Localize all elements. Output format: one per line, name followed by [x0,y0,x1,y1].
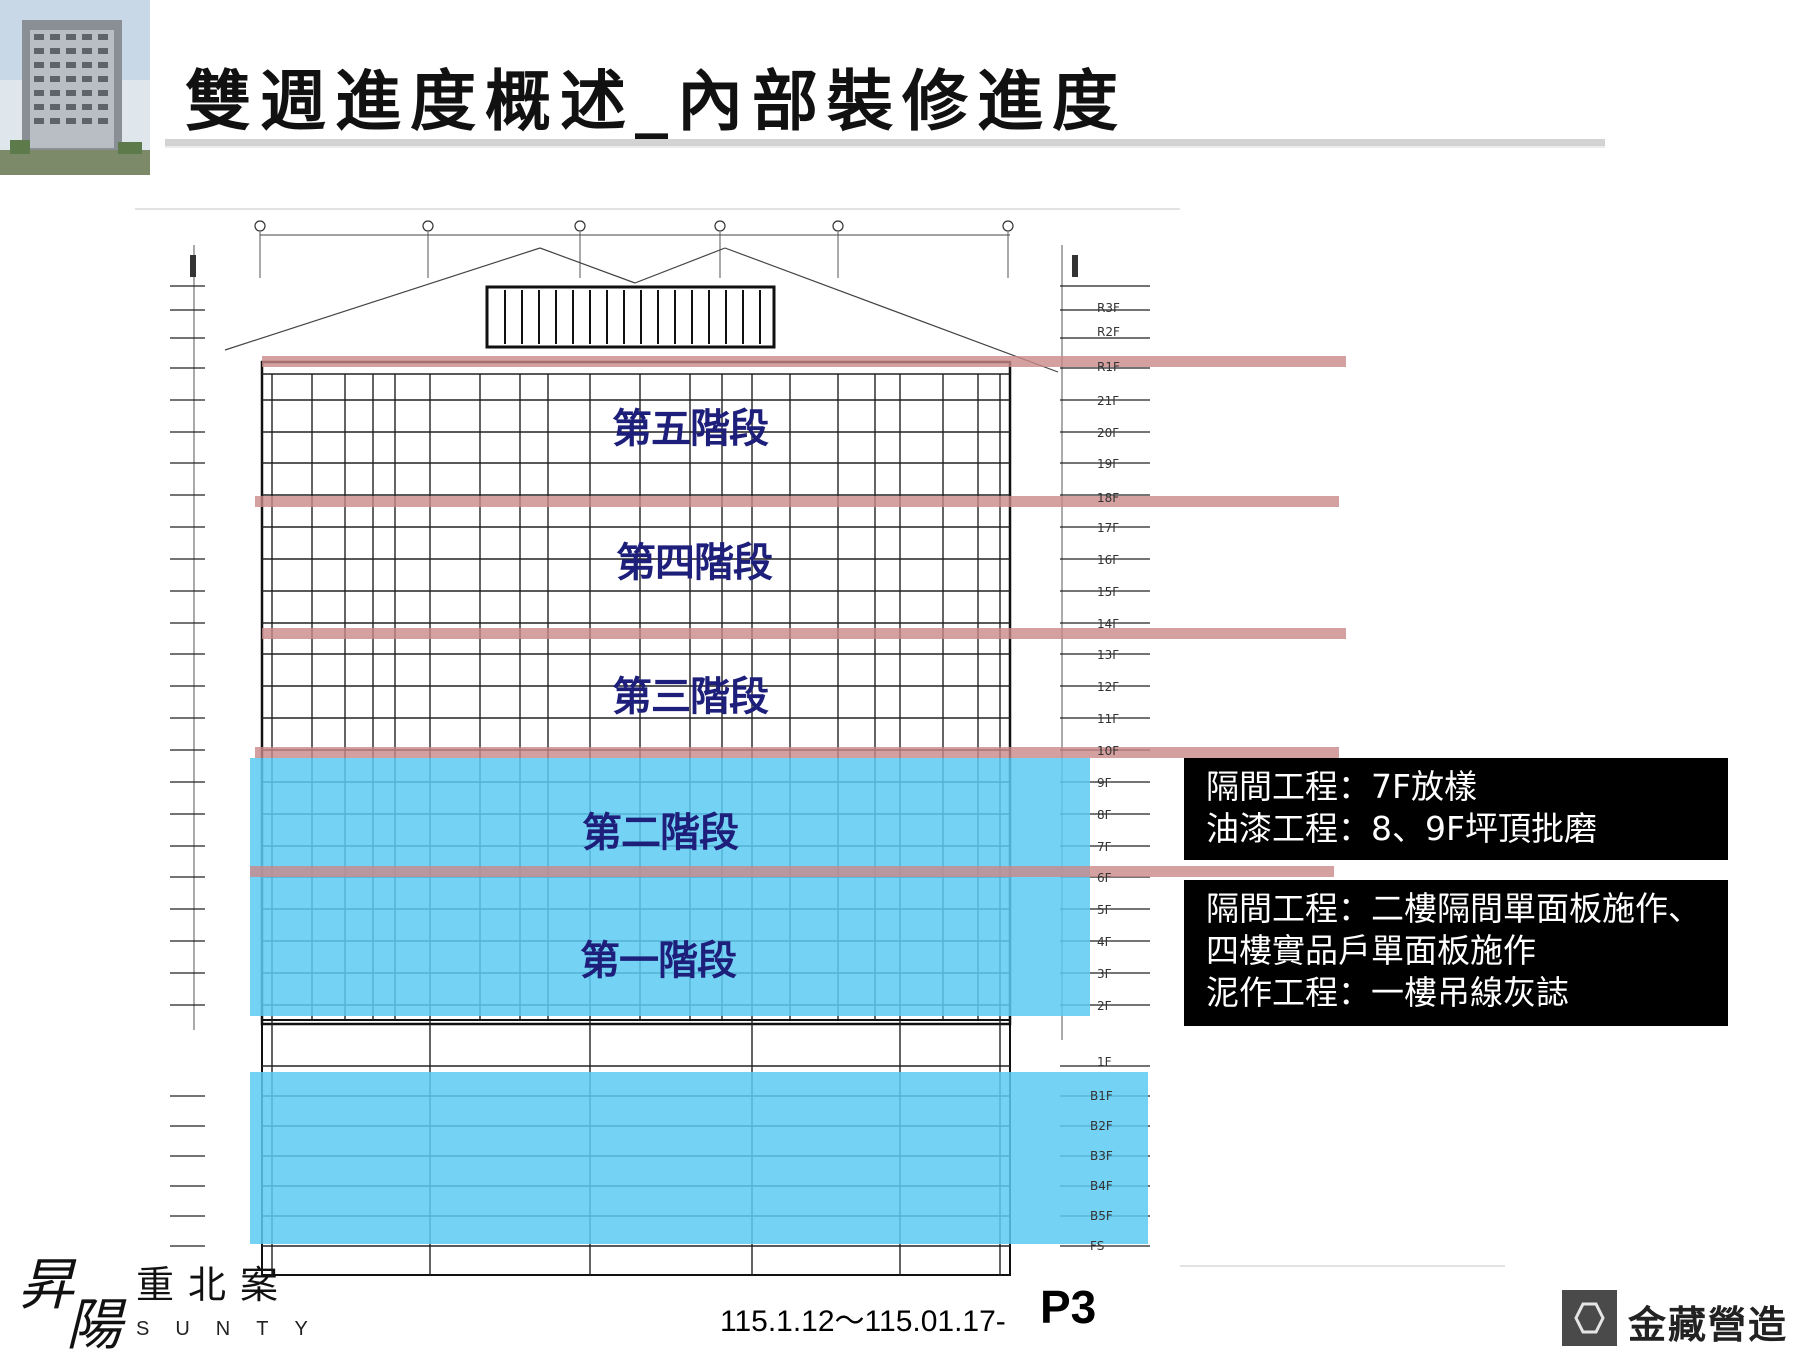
date-range: 115.1.12～115.01.17- [720,1305,1006,1338]
title-underline-shadow [165,146,1605,148]
page-number: P3 [1040,1281,1097,1333]
note-line: 四樓實品戶單面板施作 [1206,931,1536,970]
floor-label-B4F: B4F [1090,1179,1113,1193]
brand-char-2: 陽 [66,1293,122,1358]
stage-4-label: 第四階段 [616,540,773,586]
company-name: 金藏營造 [1628,1303,1789,1347]
floor-label-7F: 7F [1097,840,1112,854]
building-thumbnail-image [0,0,150,175]
floor-label-17F: 17F [1097,521,1119,535]
floor-label-12F: 12F [1097,680,1119,694]
note-line: 隔間工程：二樓隔間單面板施作、 [1206,889,1701,928]
floor-label-4F: 4F [1097,935,1112,949]
floor-label-1F: 1F [1097,1055,1112,1069]
floor-label-3F: 3F [1097,967,1112,981]
note-line: 油漆工程：8、9F坪頂批磨 [1206,809,1597,848]
company-logo-icon [1562,1290,1617,1346]
floor-label-19F: 19F [1097,457,1119,471]
floor-label-13F: 13F [1097,648,1119,662]
floor-label-10F: 10F [1097,744,1119,758]
floor-label-B5F: B5F [1090,1209,1113,1223]
company-block: 金藏營造 [1562,1290,1800,1350]
note-line: 隔間工程：7F放樣 [1206,767,1477,806]
title-underline [165,139,1605,146]
note-stage-1: 隔間工程：二樓隔間單面板施作、 四樓實品戶單面板施作 泥作工程：一樓吊線灰誌 [1184,880,1728,1026]
floor-label-B3F: B3F [1090,1149,1113,1163]
floor-label-5F: 5F [1097,903,1112,917]
floor-label-14F: 14F [1097,617,1119,631]
floor-label-11F: 11F [1097,712,1119,726]
floor-label-R3F: R3F [1097,301,1120,315]
floor-label-R1F: R1F [1097,360,1120,374]
highlight-upper [250,758,1090,1016]
floor-label-15F: 15F [1097,585,1119,599]
floor-label-18F: 18F [1097,491,1119,505]
brand-name-cn: 重北案 [136,1263,293,1307]
floor-label-20F: 20F [1097,426,1119,440]
note-stage-2: 隔間工程：7F放樣 油漆工程：8、9F坪頂批磨 [1184,758,1728,860]
highlight-basement [250,1072,1148,1244]
brand-logo: 昇 陽 重北案 SUNTY [18,1240,318,1358]
floor-label-8F: 8F [1097,808,1112,822]
floor-label-B2F: B2F [1090,1119,1113,1133]
floor-label-9F: 9F [1097,776,1112,790]
floor-label-R2F: R2F [1097,325,1120,339]
floor-label-16F: 16F [1097,553,1119,567]
brand-name-en: SUNTY [136,1318,334,1340]
stage-5-label: 第五階段 [612,406,769,452]
note-line: 泥作工程：一樓吊線灰誌 [1206,973,1569,1012]
stage-1-label: 第一階段 [580,938,737,984]
floor-label-FS: FS [1090,1239,1104,1253]
floor-label-2F: 2F [1097,999,1112,1013]
brand-char-1: 昇 [18,1253,74,1318]
floor-label-B1F: B1F [1090,1089,1113,1103]
floor-label-6F: 6F [1097,871,1112,885]
page-title: 雙週進度概述_內部裝修進度 [185,63,1127,140]
stage-3-label: 第三階段 [612,674,769,720]
floor-label-21F: 21F [1097,394,1119,408]
stage-2-label: 第二階段 [582,810,739,856]
